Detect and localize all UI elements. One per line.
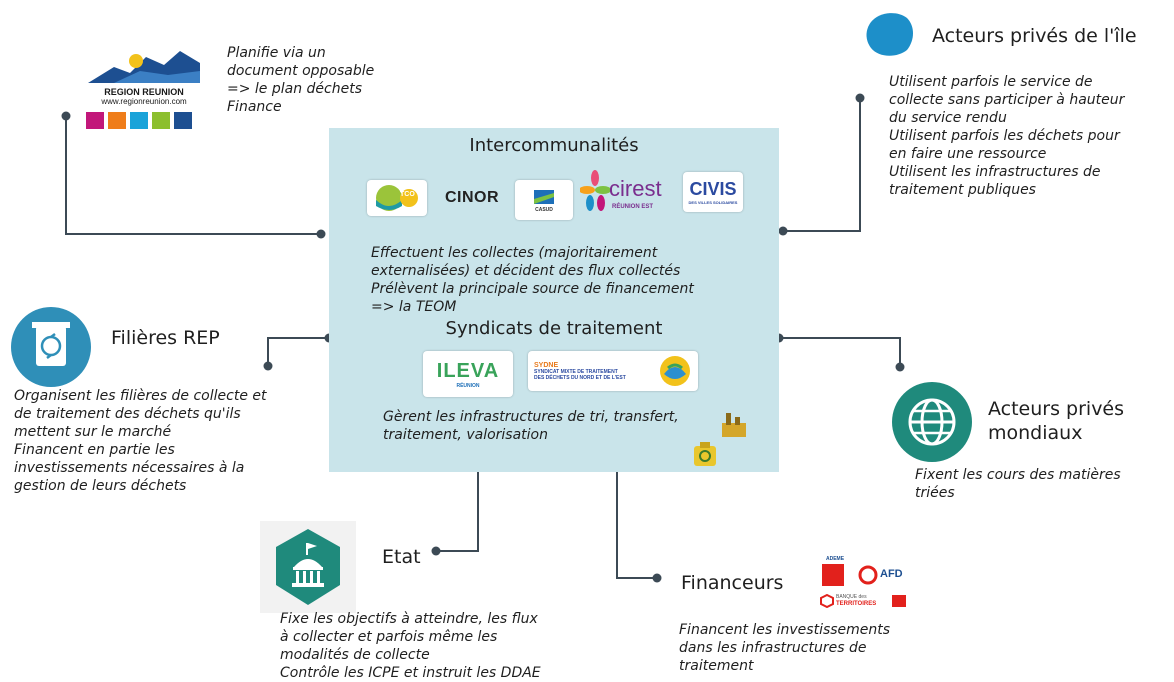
region-logo-name: REGION REUNION — [104, 87, 184, 97]
cirest-label: cirest — [609, 176, 662, 201]
afd-icon — [858, 565, 878, 585]
etat-title: Etat — [382, 546, 421, 568]
banque-territoires-icon — [820, 594, 834, 608]
cirest-flower-icon — [580, 170, 610, 211]
casud-logo: CASUD — [515, 180, 573, 220]
cirest-logo: cirest RÉUNION EST — [580, 168, 672, 216]
mondiaux-text: Fixent les cours des matières triées — [915, 467, 1121, 501]
etat-icon-frame — [260, 521, 356, 613]
rep-text: Organisent les filières de collecte et d… — [14, 388, 267, 494]
swatch-1 — [86, 112, 104, 129]
ileva-logo: ILEVA RÉUNION — [423, 351, 513, 397]
dot-rep-top — [263, 361, 273, 371]
syndicats-text: Gèrent les infrastructures de tri, trans… — [383, 409, 679, 443]
civis-logo: CIVIS DES VILLES SOLIDAIRES — [683, 172, 743, 212]
cinor-label: CINOR — [444, 189, 500, 206]
recycling-bag-icon — [694, 442, 716, 466]
banque-label-1: BANQUE des — [836, 594, 867, 600]
tco-label: TCO — [400, 191, 415, 198]
sydne-sub: SYNDICAT MIXTE DE TRAITEMENT DES DÉCHETS… — [534, 368, 626, 381]
dot-mondiaux-end — [895, 362, 905, 372]
dot-prives-end — [778, 226, 788, 236]
connector-region — [65, 116, 321, 235]
swatch-5 — [174, 112, 192, 129]
swatch-4 — [152, 112, 170, 129]
afd-label: AFD — [880, 568, 903, 580]
prives-ile-text: Utilisent parfois le service de collecte… — [889, 74, 1125, 198]
mondiaux-title: Acteurs privés mondiaux — [988, 398, 1125, 444]
region-text: Planifie via un document opposable => le… — [227, 45, 375, 115]
treatment-plant-icon — [722, 413, 746, 437]
sydne-icon — [660, 356, 690, 386]
swatch-3 — [130, 112, 148, 129]
etat-text: Fixe les objectifs à atteindre, les flux… — [280, 611, 541, 681]
tco-logo: TCO — [367, 180, 427, 216]
dot-financeurs — [652, 573, 662, 583]
connector-prives-ile — [783, 98, 861, 232]
region-color-swatches — [86, 112, 204, 129]
reunion-island-icon — [866, 13, 913, 56]
syndicats-title: Syndicats de traitement — [445, 318, 663, 339]
civis-sub: DES VILLES SOLIDAIRES — [688, 200, 738, 205]
cirest-sub: RÉUNION EST — [612, 204, 654, 210]
financeurs-title: Financeurs — [681, 572, 784, 594]
connector-mondiaux — [779, 337, 901, 367]
recycle-bin-icon — [11, 307, 91, 387]
swatch-2 — [108, 112, 126, 129]
dot-region-top — [61, 111, 71, 121]
region-logo-url: www.regionreunion.com — [101, 97, 187, 106]
tco-icon — [376, 185, 418, 211]
connector-rep — [267, 337, 329, 366]
dot-etat — [431, 546, 441, 556]
sydne-label: SYDNE — [534, 361, 559, 369]
dot-prives-top — [855, 93, 865, 103]
financeurs-logos: ADEME AFD BANQUE des TERRITOIRES — [818, 556, 928, 612]
government-building-icon — [276, 529, 340, 605]
ademe-label: ADEME — [826, 556, 845, 562]
prives-ile-title: Acteurs privés de l'île — [932, 25, 1137, 47]
ademe-logo — [822, 564, 844, 586]
casud-icon — [534, 190, 554, 204]
dot-region-end — [316, 229, 326, 239]
rep-title: Filières REP — [111, 327, 220, 349]
ileva-sub: RÉUNION — [456, 382, 480, 389]
intercommunalites-text: Effectuent les collectes (majoritairemen… — [371, 245, 694, 315]
cinor-logo: CINOR — [437, 180, 507, 216]
connector-etat — [436, 472, 479, 552]
ileva-label: ILEVA — [436, 359, 500, 382]
civis-label: CIVIS — [689, 179, 737, 199]
banque-label-2: TERRITOIRES — [836, 601, 877, 607]
mountain-icon — [88, 51, 200, 83]
region-reunion-logo: REGION REUNION www.regionreunion.com — [84, 45, 204, 135]
intercommunalites-title: Intercommunalités — [469, 135, 639, 156]
sydne-logo: SYDNE SYNDICAT MIXTE DE TRAITEMENT DES D… — [528, 351, 698, 391]
central-box: Intercommunalités TCO CINOR CASUD cirest… — [329, 128, 779, 472]
partner-logo-red — [892, 595, 906, 607]
casud-label: CASUD — [535, 207, 553, 213]
financeurs-text: Financent les investissements dans les i… — [679, 622, 891, 674]
connector-financeurs — [616, 472, 657, 579]
globe-icon — [892, 382, 972, 462]
